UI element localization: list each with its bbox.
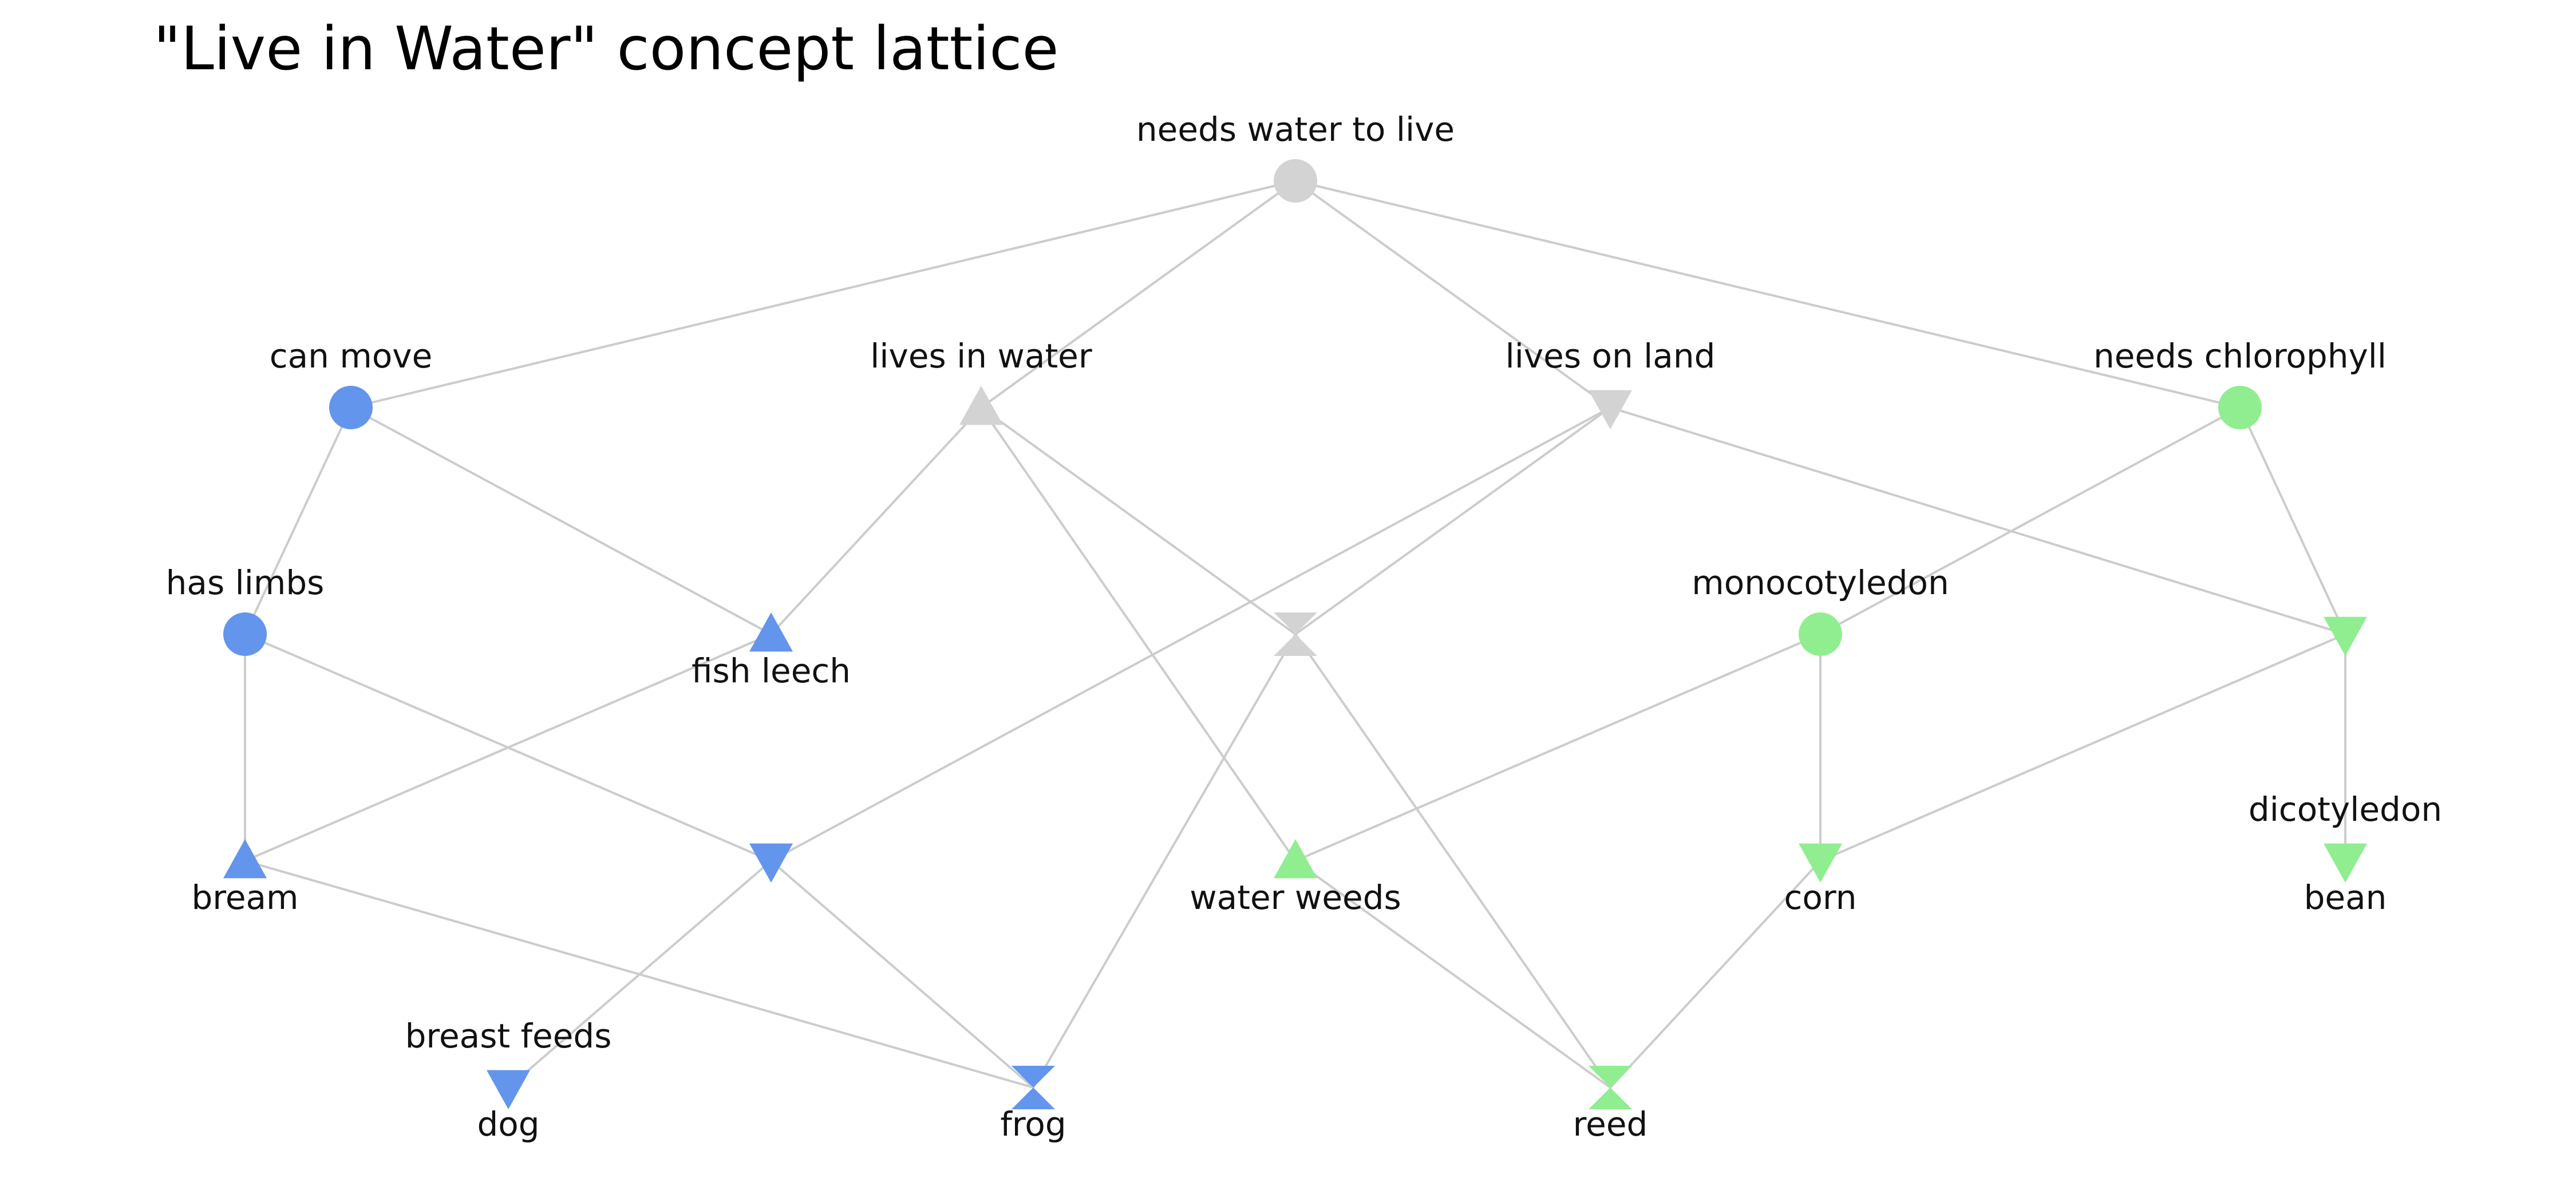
edge-dicot_parent-corn: [1820, 633, 2346, 862]
object-label-reed: reed: [1573, 1105, 1648, 1144]
edge-mono-weeds: [1295, 633, 1821, 862]
edge-top-move: [350, 180, 1296, 409]
edge-land-dicot_parent: [1610, 406, 2346, 635]
node-frog: [1012, 1066, 1055, 1109]
node-mono: [1799, 612, 1842, 656]
node-leech: [749, 612, 793, 652]
edge-chloro-dicot_parent: [2239, 407, 2346, 635]
object-label-dog: dog: [477, 1105, 539, 1144]
node-water: [959, 386, 1003, 425]
attribute-label-needs-water-to-live: needs water to live: [1136, 110, 1455, 149]
object-label-frog: frog: [1000, 1105, 1066, 1144]
attribute-label-lives-on-land: lives on land: [1506, 337, 1716, 375]
node-move: [329, 386, 373, 429]
object-label-corn: corn: [1784, 878, 1857, 917]
object-label-fish-leech: fish leech: [692, 651, 851, 690]
edge-water-mid: [980, 406, 1297, 635]
edge-weeds-reed: [1294, 860, 1611, 1089]
attribute-label-needs-chlorophyll: needs chlorophyll: [2093, 337, 2387, 375]
edge-chloro-mono: [1820, 406, 2241, 635]
object-label-bean: bean: [2304, 878, 2387, 917]
edge-move-leech: [350, 406, 772, 635]
node-chloro: [2218, 386, 2262, 429]
attribute-label-monocotyledon: monocotyledon: [1692, 563, 1949, 602]
edge-mid-frog: [1032, 633, 1297, 1089]
attribute-label-can-move: can move: [270, 337, 433, 375]
edge-water-weeds: [980, 406, 1297, 862]
edge-top-land: [1294, 180, 1611, 409]
object-label-water-weeds: water weeds: [1190, 878, 1401, 917]
node-reed: [1589, 1066, 1632, 1109]
edge-top-chloro: [1295, 180, 2241, 409]
node-bean: [2324, 843, 2367, 883]
node-corn: [1799, 843, 1842, 883]
node-limbs: [223, 612, 267, 656]
node-top: [1274, 159, 1317, 203]
node-landlimb: [749, 843, 793, 883]
object-label-bream: bream: [191, 878, 298, 917]
node-dog: [487, 1070, 530, 1109]
attribute-label-breast-feeds: breast feeds: [405, 1017, 612, 1055]
edge-water-leech: [770, 406, 982, 635]
edge-land-mid: [1294, 406, 1611, 635]
lattice-nodes: [223, 159, 2367, 1109]
lattice-edges: [244, 180, 2346, 1089]
node-land: [1589, 390, 1632, 429]
diagram-title: "Live in Water" concept lattice: [153, 14, 1059, 84]
node-weeds: [1274, 839, 1317, 879]
node-dicot_parent: [2324, 616, 2367, 656]
attribute-label-dicotyledon: dicotyledon: [2249, 790, 2442, 829]
edge-move-limbs: [244, 407, 352, 635]
edge-top-water: [980, 180, 1297, 409]
edge-leech-bream: [244, 633, 772, 862]
attribute-label-lives-in-water: lives in water: [870, 337, 1092, 375]
edge-landlimb-dog: [507, 860, 772, 1089]
node-bream: [223, 839, 267, 879]
node-mid: [1274, 612, 1317, 656]
edge-landlimb-frog: [770, 860, 1034, 1089]
edge-land-landlimb: [771, 406, 1611, 862]
edge-corn-reed: [1609, 860, 1822, 1089]
lattice-labels: needs water to live can move lives in wate…: [166, 110, 2442, 1144]
edge-mid-reed: [1294, 633, 1611, 1089]
attribute-label-has-limbs: has limbs: [166, 563, 325, 602]
